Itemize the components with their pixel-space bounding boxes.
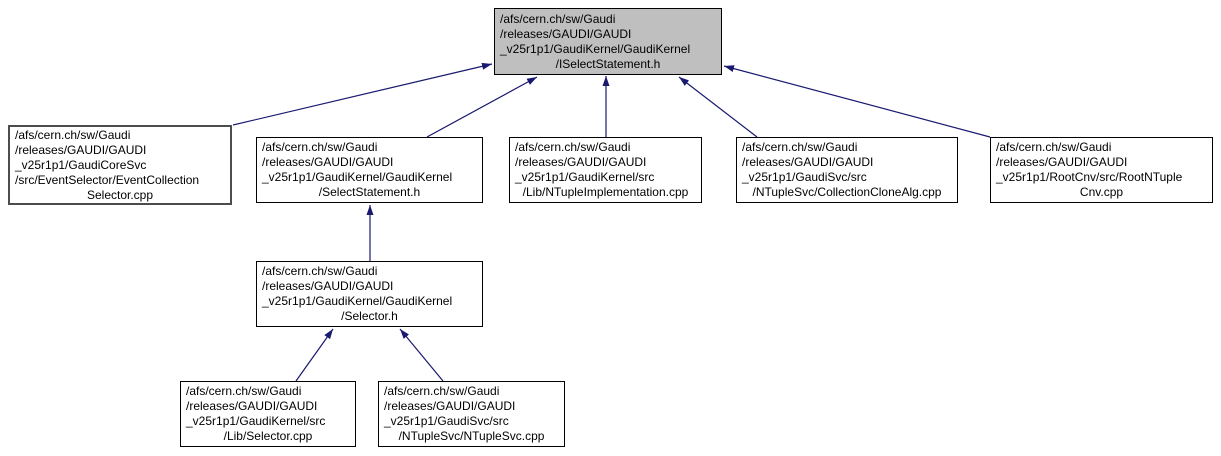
edge-eventcollectionselector-to-iselectstatement — [232, 62, 493, 126]
node-line: _v25r1p1/GaudiSvc/src — [384, 414, 509, 428]
node-line: /afs/cern.ch/sw/Gaudi — [262, 264, 378, 278]
node-line: _v25r1p1/GaudiKernel/GaudiKernel — [262, 170, 453, 184]
edge-collectionclonealg-to-iselectstatement — [678, 76, 758, 138]
node-line: Cnv.cpp — [1079, 185, 1124, 199]
node-line: _v25r1p1/GaudiKernel/src — [515, 170, 655, 184]
node-line: /afs/cern.ch/sw/Gaudi — [515, 140, 631, 154]
node-ntupleimplementation-cpp[interactable]: /afs/cern.ch/sw/Gaudi /releases/GAUDI/GA… — [509, 137, 702, 203]
node-line: /ISelectStatement.h — [555, 56, 661, 71]
node-iselectstatement-h[interactable]: /afs/cern.ch/sw/Gaudi /releases/GAUDI/GA… — [494, 8, 722, 75]
node-line: /releases/GAUDI/GAUDI — [384, 399, 516, 413]
node-line: /SelectStatement.h — [318, 185, 421, 199]
node-line: /Lib/Selector.cpp — [223, 429, 313, 443]
node-ntuplesvc-cpp[interactable]: /afs/cern.ch/sw/Gaudi /releases/GAUDI/GA… — [378, 381, 565, 447]
node-line: /NTupleSvc/CollectionCloneAlg.cpp — [752, 185, 942, 199]
node-selectstatement-h[interactable]: /afs/cern.ch/sw/Gaudi /releases/GAUDI/GA… — [256, 137, 483, 203]
node-collectionclonealg-cpp[interactable]: /afs/cern.ch/sw/Gaudi /releases/GAUDI/GA… — [736, 137, 958, 203]
edge-selectorcpp-to-selector — [295, 328, 334, 382]
node-line: _v25r1p1/RootCnv/src/RootNTuple — [996, 170, 1183, 184]
node-line: _v25r1p1/GaudiSvc/src — [742, 170, 867, 184]
node-line: /Lib/NTupleImplementation.cpp — [522, 185, 689, 199]
node-line: /afs/cern.ch/sw/Gaudi — [15, 127, 131, 142]
node-line: /afs/cern.ch/sw/Gaudi — [500, 11, 616, 26]
edge-selectstatement-to-iselectstatement — [426, 76, 538, 138]
node-line: /afs/cern.ch/sw/Gaudi — [742, 140, 858, 154]
node-rootntuplecnv-cpp[interactable]: /afs/cern.ch/sw/Gaudi /releases/GAUDI/GA… — [990, 137, 1213, 203]
node-line: /afs/cern.ch/sw/Gaudi — [262, 140, 378, 154]
node-selector-h[interactable]: /afs/cern.ch/sw/Gaudi /releases/GAUDI/GA… — [256, 261, 483, 327]
node-line: /NTupleSvc/NTupleSvc.cpp — [398, 429, 545, 443]
node-eventcollectionselector-cpp[interactable]: /afs/cern.ch/sw/Gaudi /releases/GAUDI/GA… — [8, 125, 232, 205]
node-line: /releases/GAUDI/GAUDI — [262, 279, 394, 293]
node-line: /Selector.h — [341, 309, 398, 323]
node-line: /releases/GAUDI/GAUDI — [262, 155, 394, 169]
node-line: /releases/GAUDI/GAUDI — [996, 155, 1128, 169]
node-line: Selector.cpp — [86, 187, 154, 202]
node-line: /releases/GAUDI/GAUDI — [186, 399, 318, 413]
node-line: /afs/cern.ch/sw/Gaudi — [996, 140, 1112, 154]
edge-ntuplesvc-to-selector — [399, 328, 444, 382]
node-line: /afs/cern.ch/sw/Gaudi — [186, 384, 302, 398]
node-line: /src/EventSelector/EventCollection — [15, 172, 200, 187]
node-line: _v25r1p1/GaudiCoreSvc — [15, 157, 147, 172]
node-line: /releases/GAUDI/GAUDI — [15, 142, 147, 157]
node-line: _v25r1p1/GaudiKernel/GaudiKernel — [262, 294, 453, 308]
node-line: /releases/GAUDI/GAUDI — [500, 26, 632, 41]
node-line: _v25r1p1/GaudiKernel/src — [186, 414, 326, 428]
node-line: _v25r1p1/GaudiKernel/GaudiKernel — [500, 41, 691, 56]
edge-rootntuplecnv-to-iselectstatement — [723, 65, 991, 138]
node-line: /releases/GAUDI/GAUDI — [742, 155, 874, 169]
node-line: /afs/cern.ch/sw/Gaudi — [384, 384, 500, 398]
node-selector-cpp[interactable]: /afs/cern.ch/sw/Gaudi /releases/GAUDI/GA… — [180, 381, 356, 447]
node-line: /releases/GAUDI/GAUDI — [515, 155, 647, 169]
